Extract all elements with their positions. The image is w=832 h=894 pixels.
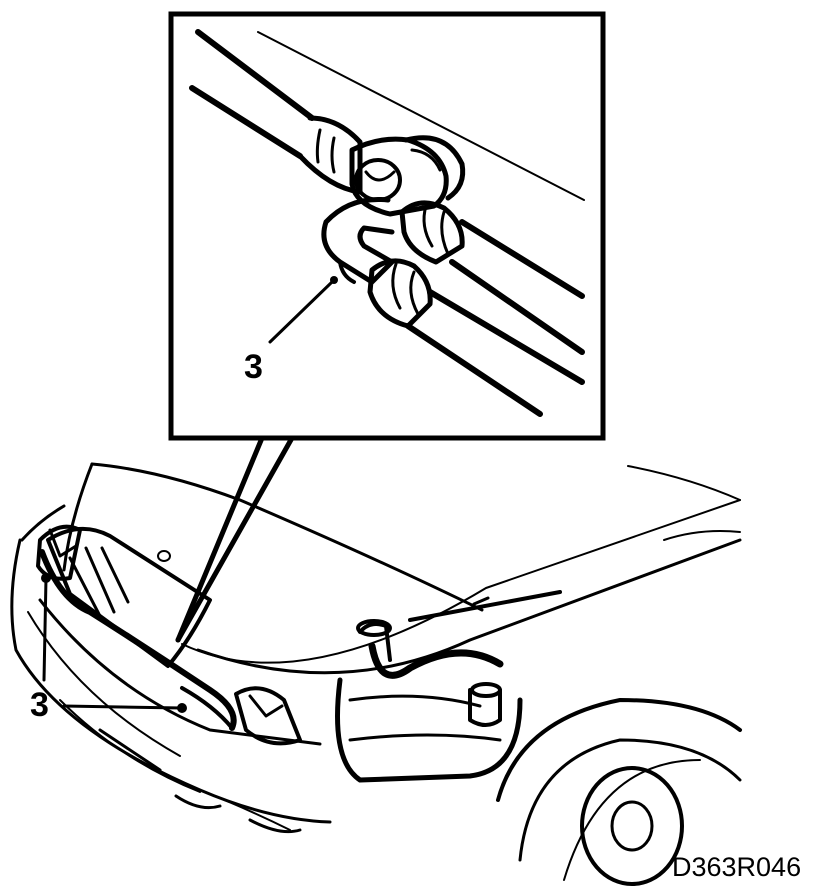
- main-callout-label: 3: [30, 686, 49, 724]
- car-front-artwork: [10, 462, 742, 886]
- inset-detail: 3: [168, 11, 606, 643]
- inset-pointer: [175, 435, 295, 643]
- drawing-code-label: D363R046: [672, 852, 801, 882]
- inset-artwork: [189, 29, 585, 417]
- inset-callout-label: 3: [244, 348, 263, 386]
- inset-frame: [168, 11, 606, 441]
